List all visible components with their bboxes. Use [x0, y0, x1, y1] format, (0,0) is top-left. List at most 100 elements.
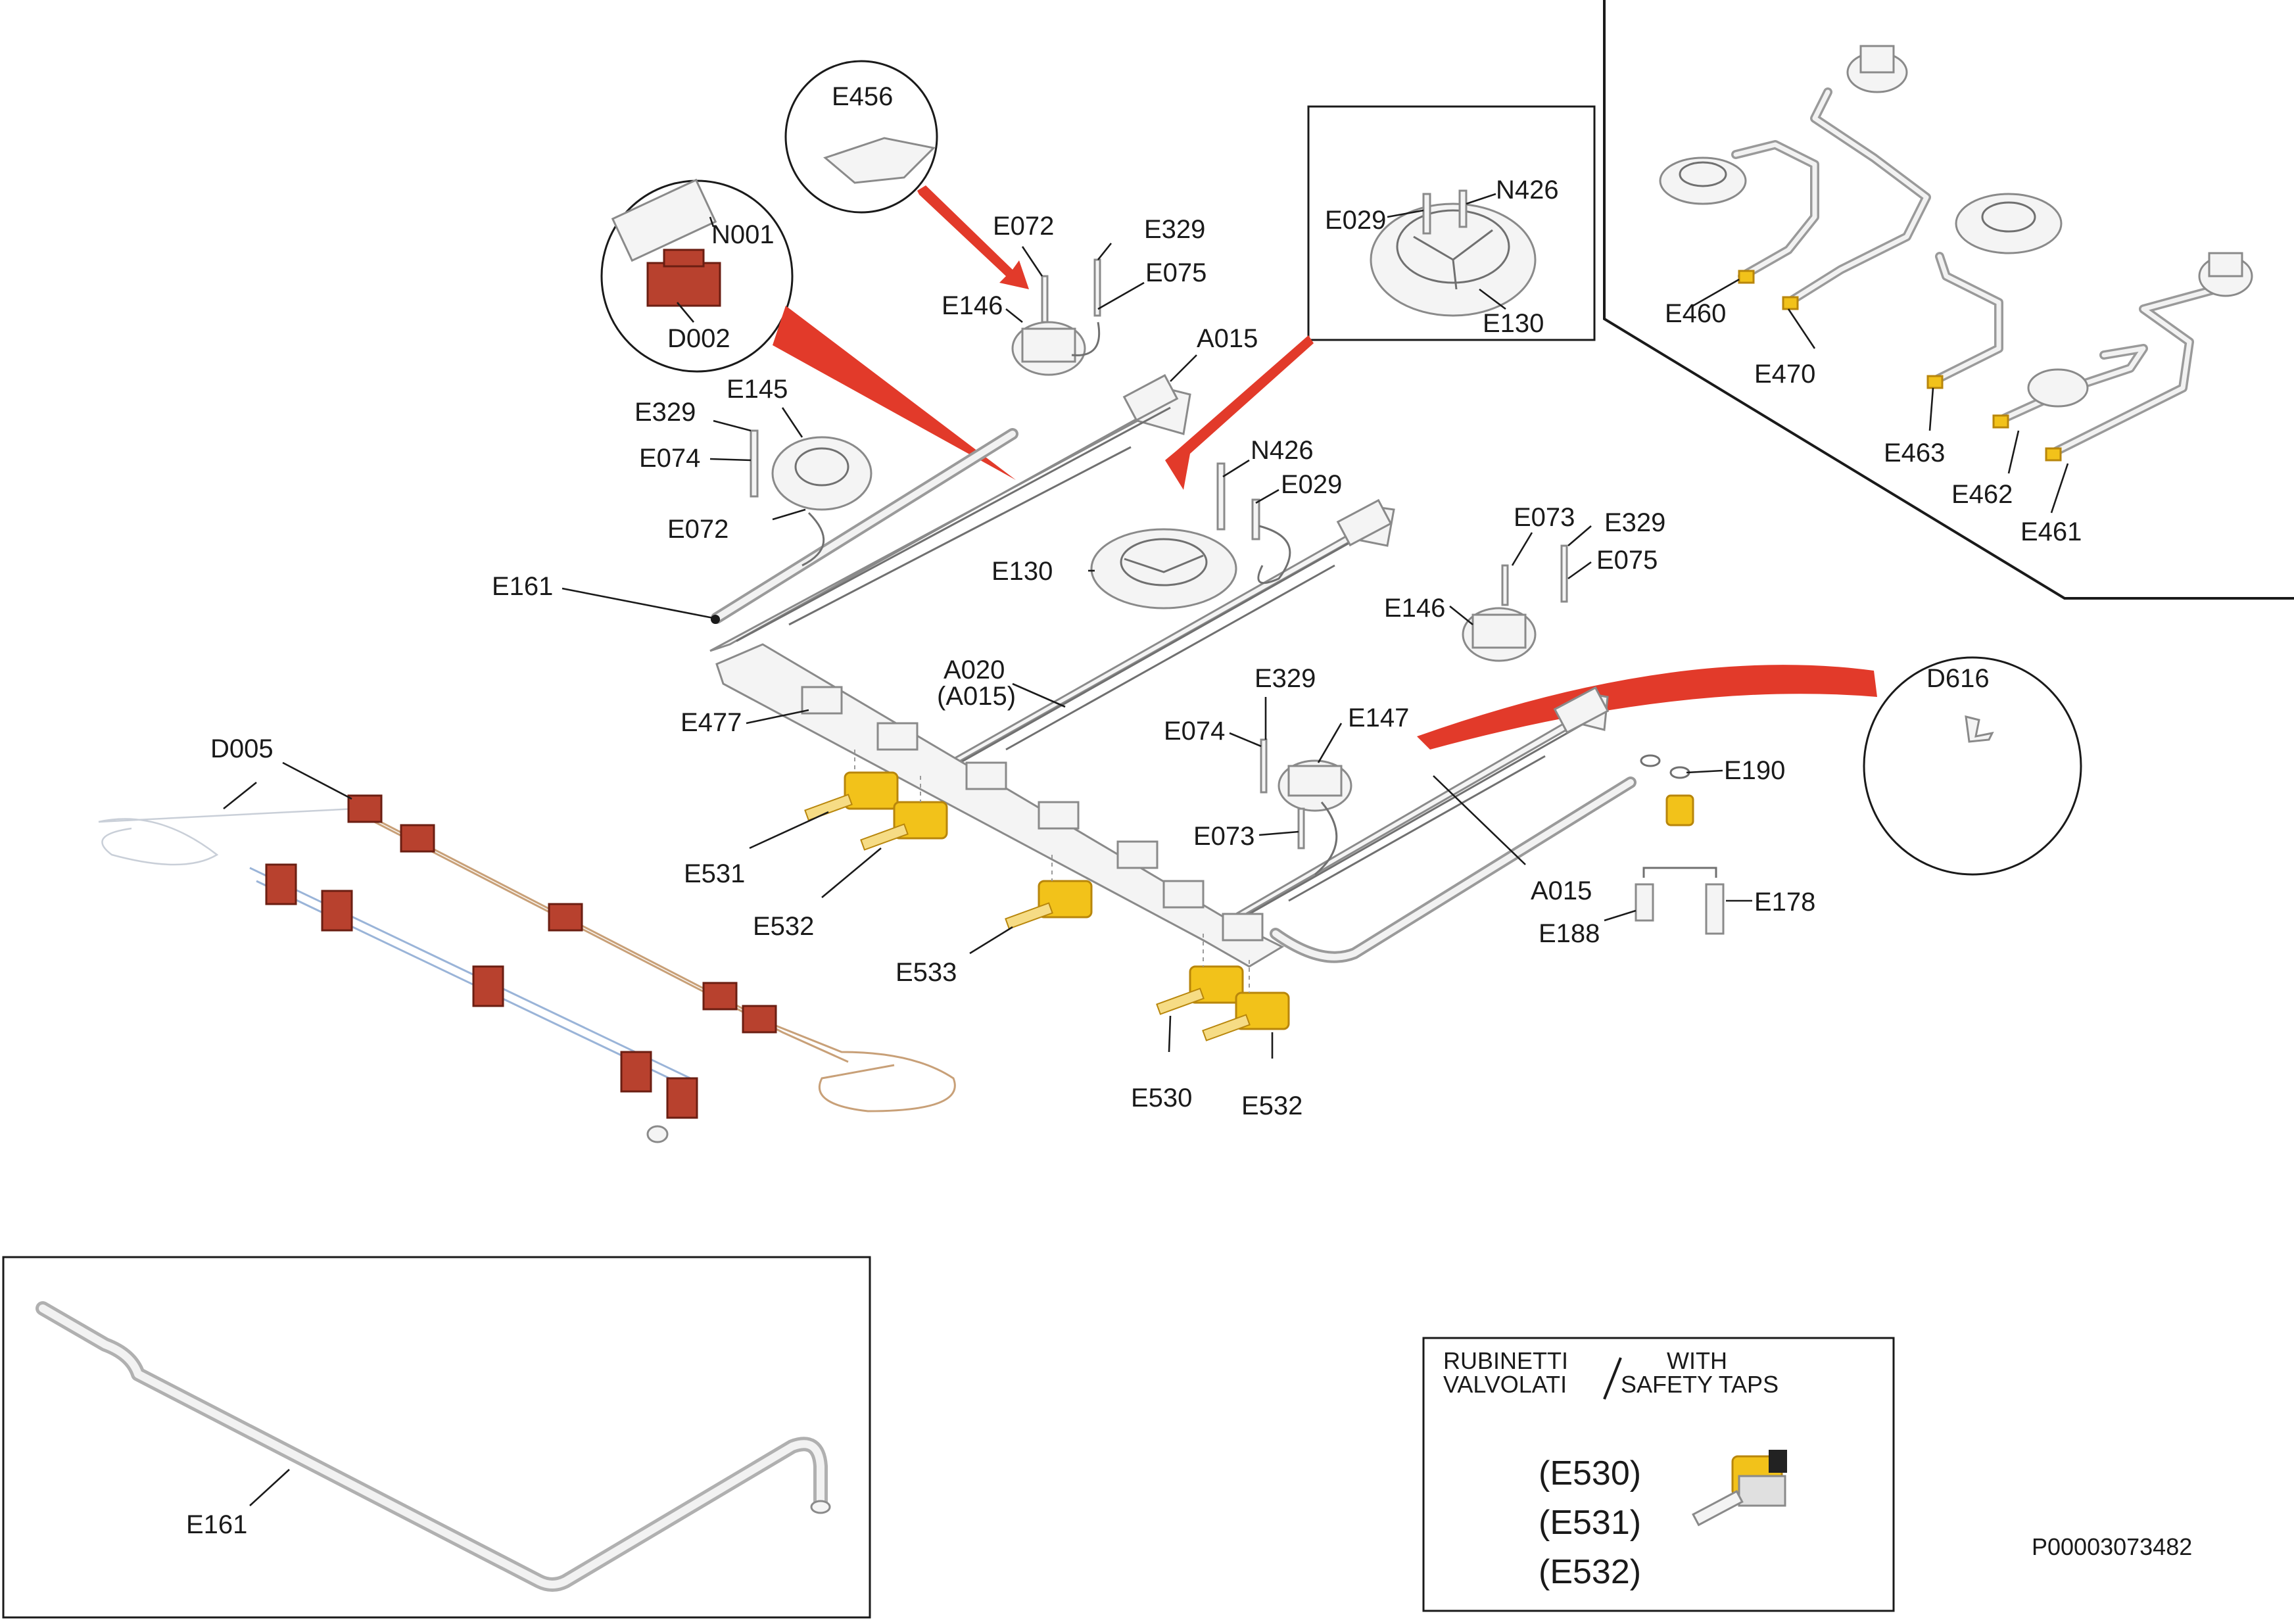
- drawing-number: P00003073482: [2032, 1533, 2192, 1560]
- main-assembly: [709, 373, 1637, 968]
- label-e532-b: E532: [1241, 1091, 1302, 1120]
- label-n426-inset: N426: [1496, 176, 1559, 204]
- pipe-e470: [1784, 87, 1931, 307]
- legend-right-line2: SAFETY TAPS: [1621, 1371, 1779, 1398]
- legend-left-line1: RUBINETTI: [1443, 1347, 1568, 1374]
- ignition-harness-d005: [98, 794, 956, 1143]
- fitting-e178: [1705, 883, 1725, 935]
- burner-inset-1: [1659, 156, 1747, 205]
- label-e073-right: E073: [1514, 503, 1575, 532]
- clamp-1: [801, 686, 843, 715]
- label-e130-inset: E130: [1483, 309, 1544, 338]
- electrode-inset: [1422, 193, 1431, 235]
- safety-tap-icon: [1692, 1450, 1787, 1527]
- label-e456: E456: [832, 82, 893, 111]
- main-labels: E072 E329 E075 E146 A015 E329 E145 E074 …: [210, 212, 1815, 1120]
- label-e130-mid: E130: [992, 557, 1053, 586]
- fitting-e460: [1738, 270, 1755, 284]
- fitting-e470: [1782, 296, 1799, 310]
- legend-divider: [1603, 1357, 1622, 1400]
- burner-inset-4: [2027, 368, 2089, 408]
- clip-d616: [1965, 715, 1994, 743]
- connector-d002: [646, 262, 721, 307]
- label-d616: D616: [1926, 664, 1990, 693]
- label-e072-left: E072: [667, 515, 729, 544]
- label-e530: E530: [1131, 1084, 1192, 1112]
- label-e075-top: E075: [1145, 258, 1207, 287]
- nut-e190: [1665, 794, 1694, 826]
- label-e329-mid: E329: [1255, 664, 1316, 693]
- label-e161-inset: E161: [186, 1510, 247, 1539]
- label-d002: D002: [667, 324, 730, 353]
- legend-right-line1: WITH: [1667, 1347, 1727, 1374]
- label-e145: E145: [727, 375, 788, 404]
- callout-d616: D616: [1417, 656, 2082, 876]
- label-e329-left: E329: [634, 398, 696, 427]
- label-e329-top: E329: [1144, 215, 1205, 244]
- inset-border: [1603, 0, 2294, 600]
- label-e462: E462: [1951, 480, 2013, 509]
- bracket-a015-top: [709, 387, 1191, 652]
- label-e532-a: E532: [753, 912, 814, 941]
- burner-top-e146: [1011, 258, 1101, 376]
- label-e146-right: E146: [1384, 594, 1445, 623]
- burner-mid-e130: [1090, 462, 1291, 609]
- label-e461: E461: [2020, 517, 2082, 546]
- label-e178: E178: [1754, 888, 1815, 917]
- callout-arrow-burner: [1165, 335, 1314, 490]
- burner-left-e145: [750, 429, 872, 567]
- label-e463: E463: [1884, 439, 1945, 467]
- label-e075-right: E075: [1596, 546, 1658, 575]
- burner-inset-5: [2198, 252, 2253, 297]
- burner-inset-3: [1955, 193, 2063, 254]
- label-n001: N001: [711, 220, 775, 249]
- label-n426-mid: N426: [1251, 436, 1314, 465]
- inset-burner-top: E029 N426 E130: [1165, 105, 1596, 490]
- label-e477: E477: [681, 708, 742, 737]
- label-e029-inset: E029: [1325, 206, 1386, 235]
- label-e533: E533: [896, 958, 957, 987]
- callout-arrow-e456: [917, 185, 1029, 289]
- label-a015-bottom: A015: [1531, 876, 1592, 905]
- label-e329-right: E329: [1604, 508, 1665, 537]
- label-e074-left: E074: [639, 444, 700, 473]
- tap-e530: [1156, 934, 1244, 1015]
- fitting-e461: [2045, 447, 2062, 462]
- label-e161-main: E161: [492, 572, 553, 601]
- callout-wedge-n001: [773, 306, 1016, 480]
- seal-e190: [1640, 754, 1661, 767]
- label-e074-mid: E074: [1164, 717, 1225, 746]
- label-e073-mid: E073: [1193, 822, 1255, 851]
- burner-inset-2: [1846, 45, 1908, 93]
- fitting-e188: [1635, 883, 1654, 922]
- label-e072-top: E072: [993, 212, 1054, 241]
- label-e460: E460: [1665, 299, 1726, 328]
- callout-sweep-d616: [1417, 665, 1877, 750]
- bracket-n001: [611, 178, 717, 262]
- label-e190: E190: [1724, 756, 1785, 785]
- legend-item-e531: (E531): [1539, 1504, 1641, 1542]
- label-e188: E188: [1539, 919, 1600, 948]
- inset-e161-pipe: E161: [2, 1256, 871, 1619]
- legend-safety-taps: RUBINETTI VALVOLATI WITH SAFETY TAPS (E5…: [1422, 1337, 1895, 1612]
- legend-item-e532: (E532): [1539, 1553, 1641, 1591]
- callout-e456: E456: [784, 60, 1029, 289]
- pipe-e161-inset: [36, 1301, 828, 1592]
- label-e531: E531: [684, 859, 745, 888]
- label-e146-top: E146: [942, 291, 1003, 320]
- label-a015-paren: (A015): [937, 682, 1016, 711]
- fitting-e462: [1992, 414, 2009, 429]
- legend-item-e530: (E530): [1539, 1454, 1641, 1493]
- callout-n001-d002: N001 D002: [600, 178, 1016, 480]
- pipe-e461: [2047, 285, 2220, 458]
- legend-left-line2: VALVOLATI: [1443, 1371, 1567, 1398]
- clip-e456: [823, 137, 936, 184]
- label-e147: E147: [1348, 704, 1409, 732]
- burner-mid-e147: [1260, 738, 1352, 876]
- inlet-fittings: [1635, 754, 1725, 935]
- thermocouple-inset: [1458, 189, 1468, 228]
- burner-right-e146: [1462, 544, 1568, 662]
- label-a015-top: A015: [1197, 324, 1258, 353]
- tap-e532-a: [860, 776, 948, 851]
